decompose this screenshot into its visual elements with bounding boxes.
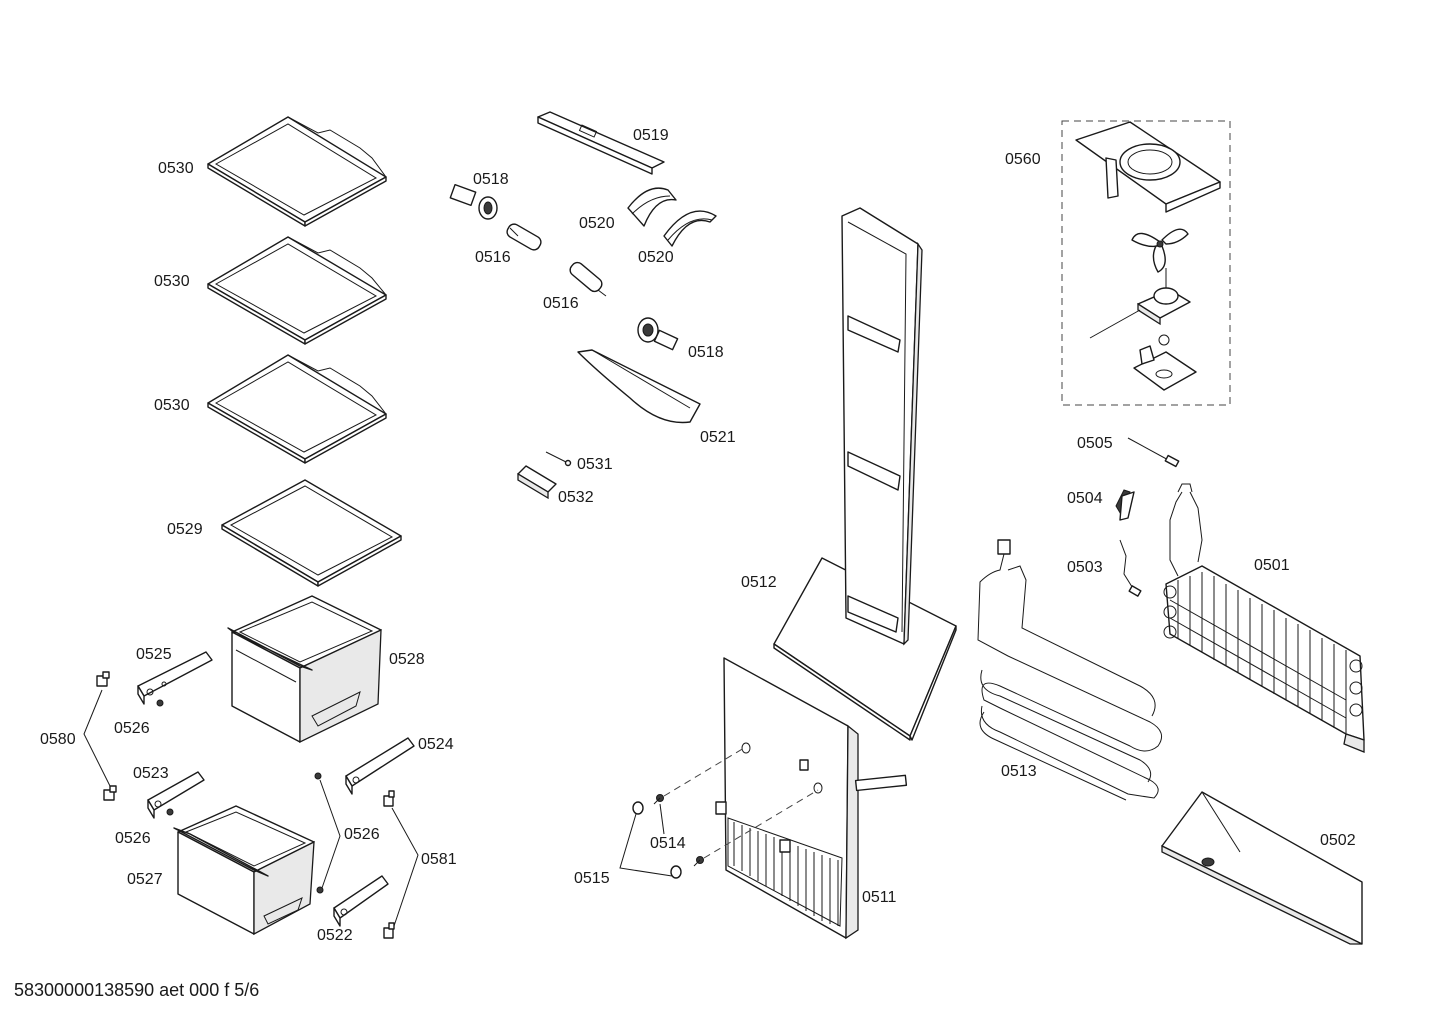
callout-0518-top: 0518 — [473, 171, 509, 188]
evaporator-0501 — [1163, 483, 1365, 753]
callout-0520-a: 0520 — [579, 215, 615, 232]
fan-assembly-0560-box — [1061, 120, 1231, 406]
screw-0514-b — [693, 856, 704, 867]
callout-0530-middle: 0530 — [154, 273, 190, 290]
drawer-rail-0523 — [147, 771, 205, 819]
switch-0532 — [517, 465, 557, 500]
callout-0580: 0580 — [40, 731, 76, 748]
callout-0528: 0528 — [389, 651, 425, 668]
callout-0518-lower: 0518 — [688, 344, 724, 361]
foil-tape-0520-b — [663, 210, 717, 247]
cap-0515-a — [632, 801, 644, 815]
callout-0516-top: 0516 — [475, 249, 511, 266]
evaporator-cover-panel-0511 — [715, 657, 908, 940]
light-cover-0519 — [537, 111, 665, 175]
clip-0504 — [1115, 489, 1135, 521]
lamp-bulb-0516-lower — [569, 261, 607, 297]
motor-bracket — [1133, 334, 1197, 391]
callout-0511: 0511 — [862, 889, 897, 906]
callout-0519: 0519 — [633, 127, 669, 144]
callout-0514: 0514 — [650, 835, 686, 852]
glass-shelf-0530-lower — [207, 354, 387, 464]
callout-0501: 0501 — [1254, 557, 1290, 574]
screw-0526-a — [156, 699, 164, 707]
callout-0515: 0515 — [574, 870, 610, 887]
drawer-rail-0525 — [137, 651, 213, 705]
callout-0520-b: 0520 — [638, 249, 674, 266]
callout-0532: 0532 — [558, 489, 594, 506]
callout-0522: 0522 — [317, 927, 353, 944]
glass-shelf-0530-middle — [207, 236, 387, 345]
screw-0514-a — [653, 794, 664, 805]
callout-0526-b: 0526 — [115, 830, 151, 847]
callout-0581: 0581 — [421, 851, 457, 868]
callout-0531: 0531 — [577, 456, 613, 473]
callout-0525: 0525 — [136, 646, 172, 663]
drawing-code: 58300000138590 aet 000 f 5/6 — [14, 980, 260, 1000]
cap-0515-b — [670, 865, 682, 879]
callout-0526-c: 0526 — [344, 826, 380, 843]
drain-tray-0502 — [1161, 791, 1363, 945]
heater-lead-0503 — [1119, 539, 1142, 597]
fan-shroud — [1075, 121, 1221, 213]
crisper-drawer-0528 — [227, 595, 382, 744]
lamp-bulb-0516-top — [506, 223, 542, 251]
air-duct-tower-0512 — [773, 207, 957, 741]
callout-0527: 0527 — [127, 871, 163, 888]
callout-0505: 0505 — [1077, 435, 1113, 452]
callout-0503: 0503 — [1067, 559, 1103, 576]
screw-0526-d — [316, 886, 324, 894]
foil-tape-0520-a — [627, 187, 677, 227]
glass-shelf-0530-top — [207, 116, 387, 227]
clip-0581-b — [383, 922, 395, 939]
callout-0512: 0512 — [741, 574, 777, 591]
sensor-0505 — [1127, 437, 1180, 468]
callout-0560: 0560 — [1005, 151, 1041, 168]
crisper-drawer-0527 — [173, 805, 315, 936]
callout-0530-top: 0530 — [158, 160, 194, 177]
callout-0504: 0504 — [1067, 490, 1103, 507]
screw-0526-c — [314, 772, 322, 780]
drawer-rail-0522 — [333, 875, 389, 927]
callout-0523: 0523 — [133, 765, 169, 782]
callout-0513: 0513 — [1001, 763, 1037, 780]
lamp-holder-0518-top — [449, 183, 498, 220]
drawer-rail-0524 — [345, 737, 415, 795]
defrost-heater-0513 — [977, 539, 1163, 801]
callout-0516-lower: 0516 — [543, 295, 579, 312]
callout-0526-a: 0526 — [114, 720, 150, 737]
callout-0530-lower: 0530 — [154, 397, 190, 414]
clip-0580-b — [103, 785, 117, 801]
screw-0526-b — [166, 808, 174, 816]
lamp-cover-0521 — [577, 349, 701, 424]
pin-0531 — [545, 451, 572, 467]
callout-0502: 0502 — [1320, 832, 1356, 849]
fan-motor — [1089, 268, 1191, 339]
clip-0580-a — [96, 671, 110, 687]
callout-0521: 0521 — [700, 429, 736, 446]
callout-0524: 0524 — [418, 736, 454, 753]
callout-0529: 0529 — [167, 521, 203, 538]
glass-shelf-0529 — [221, 479, 402, 587]
lamp-holder-0518-lower — [637, 317, 679, 351]
fan-blade — [1131, 228, 1189, 273]
clip-0581-a — [383, 790, 395, 807]
